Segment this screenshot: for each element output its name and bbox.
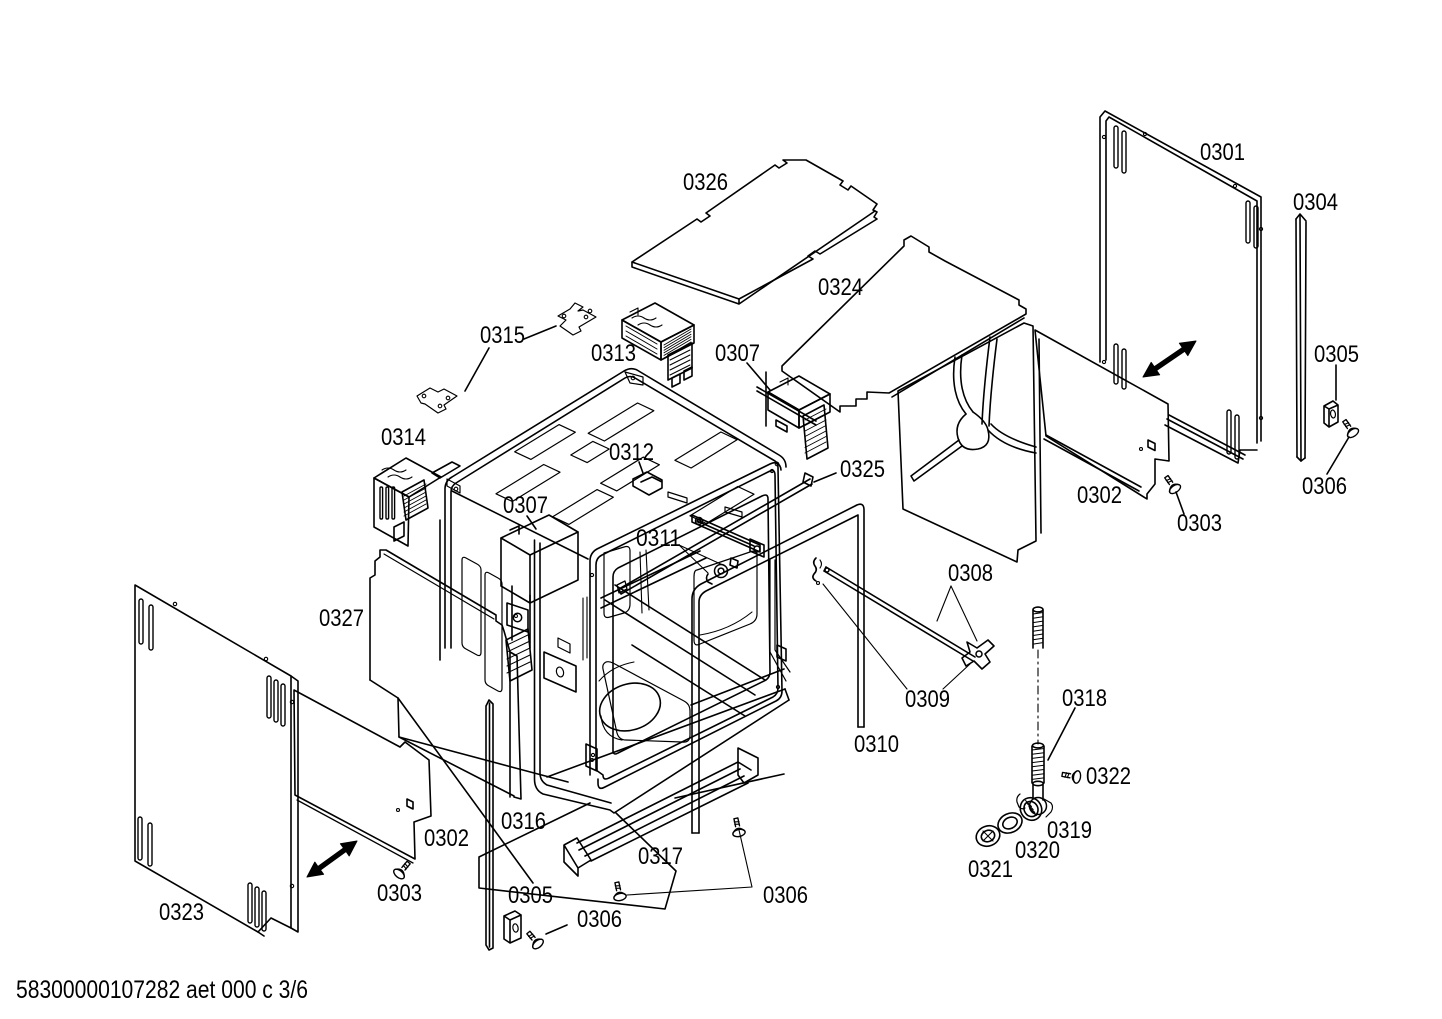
svg-text:0307: 0307 (503, 492, 548, 519)
svg-text:0302: 0302 (424, 825, 469, 852)
svg-text:0326: 0326 (683, 169, 728, 196)
svg-text:0307: 0307 (715, 340, 760, 367)
svg-text:0327: 0327 (319, 605, 364, 632)
svg-text:0303: 0303 (377, 880, 422, 907)
svg-text:0311: 0311 (636, 525, 681, 552)
svg-text:0320: 0320 (1015, 837, 1060, 864)
svg-text:0313: 0313 (591, 340, 636, 367)
svg-text:0316: 0316 (501, 808, 546, 835)
svg-text:0306: 0306 (1302, 473, 1347, 500)
svg-text:0323: 0323 (159, 899, 204, 926)
svg-text:0303: 0303 (1177, 510, 1222, 537)
svg-text:0324: 0324 (818, 274, 863, 301)
svg-text:0309: 0309 (905, 686, 950, 713)
svg-text:0321: 0321 (968, 856, 1013, 883)
svg-text:0308: 0308 (948, 560, 993, 587)
svg-text:0318: 0318 (1062, 685, 1107, 712)
svg-text:0301: 0301 (1200, 139, 1245, 166)
svg-text:0306: 0306 (577, 906, 622, 933)
svg-text:0306: 0306 (763, 882, 808, 909)
svg-text:0319: 0319 (1047, 817, 1092, 844)
svg-text:58300000107282 aet 000 c 3/6: 58300000107282 aet 000 c 3/6 (16, 976, 308, 1004)
svg-text:0305: 0305 (1314, 341, 1359, 368)
svg-text:0305: 0305 (508, 882, 553, 909)
svg-text:0304: 0304 (1293, 189, 1338, 216)
svg-text:0312: 0312 (609, 439, 654, 466)
svg-text:0310: 0310 (854, 731, 899, 758)
svg-text:0315: 0315 (480, 322, 525, 349)
svg-text:0302: 0302 (1077, 482, 1122, 509)
svg-text:0314: 0314 (381, 424, 426, 451)
svg-text:0317: 0317 (638, 843, 683, 870)
svg-text:0325: 0325 (840, 456, 885, 483)
svg-text:0322: 0322 (1086, 763, 1131, 790)
